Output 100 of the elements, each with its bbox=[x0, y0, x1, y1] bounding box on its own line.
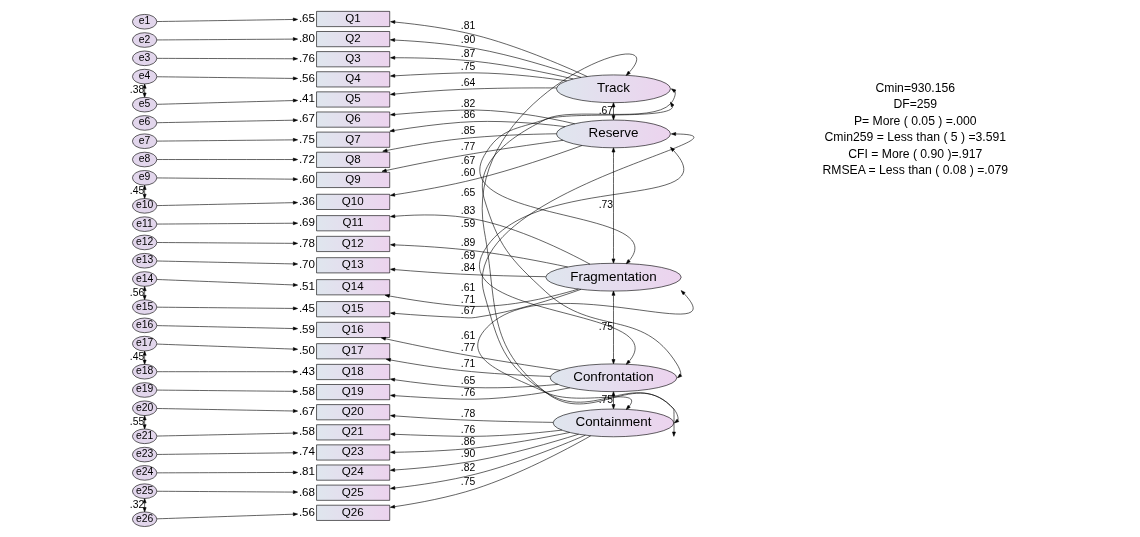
edge-label: .76 bbox=[460, 424, 475, 436]
arrow bbox=[142, 83, 146, 98]
node-ellipse: e2 bbox=[131, 32, 157, 48]
edge-label: .55 bbox=[129, 415, 144, 427]
node-label: .36 bbox=[298, 194, 315, 207]
node-label: .58 bbox=[298, 425, 315, 438]
node-label: .74 bbox=[298, 445, 315, 458]
arrow bbox=[156, 118, 298, 124]
edge-label: .77 bbox=[460, 341, 475, 353]
arrow bbox=[389, 72, 567, 82]
node-ellipse: Confrontation bbox=[549, 363, 677, 392]
arrow bbox=[156, 369, 298, 374]
arrow bbox=[156, 470, 298, 475]
arrow bbox=[156, 177, 298, 181]
edge-label: .69 bbox=[460, 249, 475, 261]
arrow bbox=[389, 435, 591, 509]
node-ellipse: e19 bbox=[131, 382, 157, 398]
edge-label: .85 bbox=[460, 125, 475, 137]
arrow bbox=[479, 101, 674, 265]
node-label: .69 bbox=[298, 216, 315, 229]
edge-label: .38 bbox=[129, 84, 144, 96]
arrow bbox=[156, 451, 298, 455]
arrow bbox=[142, 350, 146, 365]
edge-label: .59 bbox=[460, 218, 475, 230]
node-ellipse: e9 bbox=[131, 170, 157, 186]
node-ellipse: e8 bbox=[131, 151, 157, 168]
node-label: .45 bbox=[298, 302, 315, 315]
node-label: .67 bbox=[298, 112, 315, 125]
node-ellipse: e3 bbox=[131, 50, 157, 66]
edge-label: .61 bbox=[460, 281, 475, 293]
arrow bbox=[381, 140, 563, 173]
arrow bbox=[156, 431, 298, 437]
edge-label: .71 bbox=[460, 293, 475, 305]
node-label: .60 bbox=[298, 172, 315, 185]
edge-label: .86 bbox=[460, 435, 475, 447]
edge-label: .71 bbox=[460, 358, 475, 370]
edge-label: .87 bbox=[460, 47, 475, 59]
arrow bbox=[389, 243, 568, 268]
label: Cmin259 = Less than ( 5 ) =3.591 bbox=[823, 130, 1006, 145]
arrow bbox=[156, 306, 298, 311]
node-label: .80 bbox=[298, 31, 315, 44]
arrow bbox=[389, 387, 570, 400]
node-ellipse: e10 bbox=[131, 198, 157, 214]
node-ellipse: e26 bbox=[131, 511, 157, 527]
node-label: .78 bbox=[298, 236, 315, 249]
arrow bbox=[142, 415, 146, 430]
arrow bbox=[156, 389, 298, 394]
node-ellipse: e21 bbox=[131, 428, 157, 444]
arrow bbox=[142, 498, 146, 513]
arrow bbox=[156, 138, 298, 142]
edge-label: .75 bbox=[460, 60, 475, 72]
arrow bbox=[389, 289, 581, 319]
edge-label: .82 bbox=[460, 461, 475, 473]
node-label: .58 bbox=[298, 384, 315, 397]
arrow bbox=[156, 490, 298, 494]
arrow bbox=[142, 286, 146, 300]
arrow bbox=[384, 288, 579, 307]
node-label: .43 bbox=[298, 364, 315, 377]
node-ellipse: e24 bbox=[131, 465, 157, 481]
node-label: .76 bbox=[298, 52, 315, 65]
node-label: .56 bbox=[298, 72, 315, 85]
arrow bbox=[611, 102, 615, 121]
arrow bbox=[156, 512, 298, 520]
edge-label: .78 bbox=[460, 407, 475, 419]
node-label: .68 bbox=[298, 485, 315, 498]
arrow bbox=[482, 132, 693, 424]
edge-label: .56 bbox=[129, 286, 144, 298]
node-ellipse: e17 bbox=[131, 336, 157, 352]
arrow bbox=[611, 290, 615, 365]
label: DF=259 bbox=[892, 97, 937, 112]
edge-label: .75 bbox=[598, 320, 613, 332]
edge-label: .67 bbox=[460, 305, 475, 317]
arrow bbox=[389, 429, 562, 437]
arrow bbox=[156, 56, 298, 61]
node-ellipse: e16 bbox=[131, 317, 157, 333]
edge-label: .75 bbox=[598, 393, 613, 405]
arrow bbox=[389, 377, 558, 389]
node-ellipse: e25 bbox=[131, 483, 157, 499]
arrow bbox=[389, 145, 582, 197]
edge-label: .82 bbox=[460, 97, 475, 109]
node-ellipse: e15 bbox=[131, 299, 157, 315]
arrow bbox=[156, 98, 298, 105]
node-ellipse: e1 bbox=[131, 14, 157, 30]
arrow bbox=[156, 200, 298, 206]
node-label: .51 bbox=[298, 280, 315, 293]
edge-label: .90 bbox=[460, 34, 475, 46]
arrow bbox=[156, 37, 298, 41]
edge-label: .90 bbox=[460, 448, 475, 460]
node-label: .65 bbox=[298, 11, 315, 24]
node-ellipse: e18 bbox=[131, 364, 157, 380]
node-ellipse: e5 bbox=[131, 97, 157, 113]
arrow bbox=[156, 76, 298, 81]
edge-label: .45 bbox=[129, 185, 144, 197]
arrow bbox=[156, 343, 298, 351]
arrow bbox=[389, 414, 553, 423]
arrow bbox=[156, 260, 298, 266]
arrow bbox=[389, 432, 570, 455]
arrow bbox=[477, 290, 693, 410]
edge-label: .32 bbox=[129, 498, 144, 510]
node-ellipse: Reserve bbox=[555, 119, 671, 149]
